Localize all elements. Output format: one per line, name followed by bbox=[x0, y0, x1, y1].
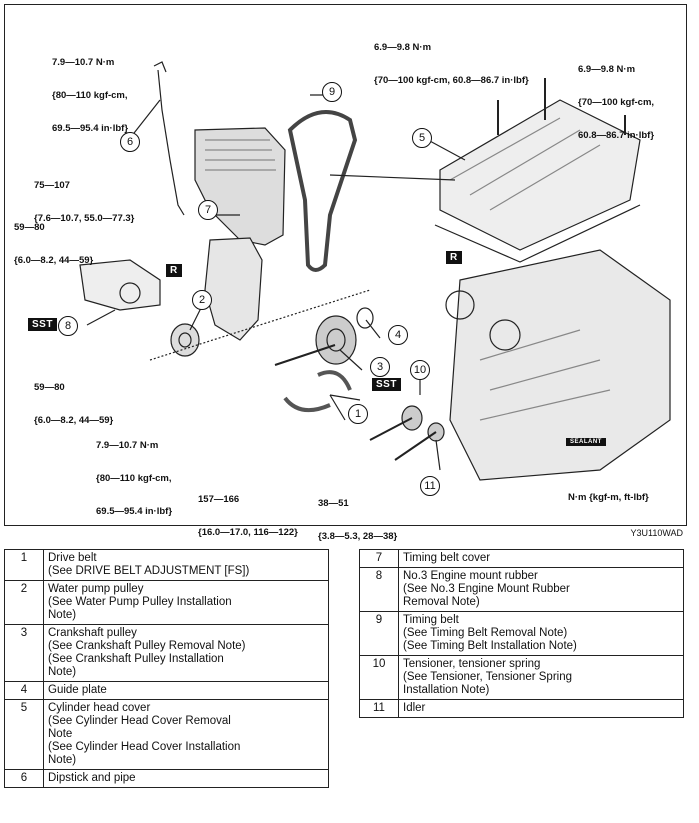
part-description-line: Timing belt cover bbox=[403, 552, 491, 564]
engine-block-shape bbox=[449, 249, 671, 481]
part-description-line: (See Water Pump Pulley Installation bbox=[48, 596, 232, 608]
torque-tensioner-bolts: 38—51 {3.8—5.3, 28—38} bbox=[318, 498, 398, 542]
torque-pulley-bolts: 7.9—10.7 N·m {80—110 kgf-cm, 69.5—95.4 i… bbox=[96, 440, 173, 517]
callout-10: 10 bbox=[410, 360, 430, 380]
part-description-line: Note bbox=[48, 728, 73, 740]
parts-row: 7 Timing belt cover bbox=[359, 549, 684, 568]
part-description-line: Installation Note) bbox=[403, 684, 490, 696]
torque-mount-nuts: 75—107 {7.6—10.7, 55.0—77.3} bbox=[34, 180, 135, 224]
r-tag-right: R bbox=[446, 251, 462, 264]
callout-1: 1 bbox=[348, 404, 368, 424]
part-description-line: Tensioner, tensioner spring bbox=[403, 658, 541, 670]
part-description: Dipstick and pipe bbox=[43, 769, 329, 788]
torque-mount-bolts-upper: 59—80 {6.0—8.2, 44—59} bbox=[14, 222, 94, 266]
part-description-line: No.3 Engine mount rubber bbox=[403, 570, 538, 582]
dipstick-shape bbox=[157, 69, 185, 216]
part-description-line: (See Timing Belt Removal Note) bbox=[403, 627, 568, 639]
part-description: Idler bbox=[398, 699, 684, 718]
part-description-line: (See Timing Belt Installation Note) bbox=[403, 640, 577, 652]
part-number: 10 bbox=[359, 655, 399, 700]
part-description: Guide plate bbox=[43, 681, 329, 700]
part-description-line: (See Cylinder Head Cover Installation bbox=[48, 741, 241, 753]
part-description-line: Idler bbox=[403, 702, 426, 714]
engine-exploded-illustration bbox=[79, 61, 671, 481]
part-description-line: Drive belt bbox=[48, 552, 97, 564]
callout-11: 11 bbox=[420, 476, 440, 496]
part-number: 11 bbox=[359, 699, 399, 718]
part-number: 2 bbox=[4, 580, 44, 625]
unit-note: N·m {kgf-m, ft-lbf} bbox=[568, 492, 649, 503]
part-description-line: (See Cylinder Head Cover Removal bbox=[48, 715, 231, 727]
timing-belt-shape bbox=[287, 110, 358, 272]
torque-cover-bolts-middle: 6.9—9.8 N·m {70—100 kgf-cm, 60.8—86.7 in… bbox=[374, 42, 529, 86]
part-description: Water pump pulley(See Water Pump Pulley … bbox=[43, 580, 329, 625]
part-description-line: Timing belt bbox=[403, 614, 459, 626]
parts-row: 11 Idler bbox=[359, 699, 684, 718]
part-number: 5 bbox=[4, 699, 44, 770]
sst-tag-mount: SST bbox=[28, 318, 57, 331]
part-number: 4 bbox=[4, 681, 44, 700]
part-description-line: Note) bbox=[48, 666, 77, 678]
part-number: 9 bbox=[359, 611, 399, 656]
part-description: Cylinder head cover(See Cylinder Head Co… bbox=[43, 699, 329, 770]
part-description-line: Guide plate bbox=[48, 684, 107, 696]
water-pump-pulley-shape bbox=[170, 323, 200, 357]
part-description-line: Dipstick and pipe bbox=[48, 772, 136, 784]
figure-code: Y3U110WAD bbox=[630, 528, 683, 538]
callout-9: 9 bbox=[322, 82, 342, 102]
part-description: Drive belt(See DRIVE BELT ADJUSTMENT [FS… bbox=[43, 549, 329, 581]
torque-cover-bolts-right: 6.9—9.8 N·m {70—100 kgf-cm, 60.8—86.7 in… bbox=[578, 64, 655, 141]
engine-mount-shape bbox=[79, 259, 161, 311]
part-number: 1 bbox=[4, 549, 44, 581]
cylinder-head-cover-shape bbox=[439, 99, 641, 251]
part-description-line: Note) bbox=[48, 609, 77, 621]
part-description-line: Crankshaft pulley bbox=[48, 627, 137, 639]
r-tag-left: R bbox=[166, 264, 182, 277]
callout-3: 3 bbox=[370, 357, 390, 377]
part-description-line: Cylinder head cover bbox=[48, 702, 151, 714]
parts-row: 4 Guide plate bbox=[4, 681, 329, 700]
exploded-diagram-frame bbox=[4, 4, 687, 526]
part-description-line: Water pump pulley bbox=[48, 583, 144, 595]
callout-2: 2 bbox=[192, 290, 212, 310]
sealant-tag: SEALANT bbox=[566, 438, 606, 446]
part-description-line: (See Crankshaft Pulley Removal Note) bbox=[48, 640, 246, 652]
part-description-line: Removal Note) bbox=[403, 596, 480, 608]
part-description: No.3 Engine mount rubber(See No.3 Engine… bbox=[398, 567, 684, 612]
part-number: 6 bbox=[4, 769, 44, 788]
torque-crankshaft-bolt: 157—166 {16.0—17.0, 116—122} bbox=[198, 494, 298, 538]
part-description-line: (See Crankshaft Pulley Installation bbox=[48, 653, 224, 665]
part-description-line: (See Tensioner, Tensioner Spring bbox=[403, 671, 572, 683]
callout-4: 4 bbox=[388, 325, 408, 345]
parts-row: 6 Dipstick and pipe bbox=[4, 769, 329, 788]
callout-7: 7 bbox=[198, 200, 218, 220]
part-description: Tensioner, tensioner spring(See Tensione… bbox=[398, 655, 684, 700]
part-description: Timing belt(See Timing Belt Removal Note… bbox=[398, 611, 684, 656]
part-number: 7 bbox=[359, 549, 399, 568]
part-number: 8 bbox=[359, 567, 399, 612]
timing-cover-shape bbox=[194, 127, 286, 246]
part-description-line: (See No.3 Engine Mount Rubber bbox=[403, 583, 570, 595]
sst-tag-crankshaft: SST bbox=[372, 378, 401, 391]
part-description: Timing belt cover bbox=[398, 549, 684, 568]
callout-8: 8 bbox=[58, 316, 78, 336]
part-number: 3 bbox=[4, 624, 44, 682]
crankshaft-pulley-shape bbox=[315, 315, 357, 365]
torque-mount-bolts-lower: 59—80 {6.0—8.2, 44—59} bbox=[34, 382, 114, 426]
torque-dipstick-bolt: 7.9—10.7 N·m {80—110 kgf-cm, 69.5—95.4 i… bbox=[52, 57, 129, 134]
callout-6: 6 bbox=[120, 132, 140, 152]
part-description: Crankshaft pulley(See Crankshaft Pulley … bbox=[43, 624, 329, 682]
part-description-line: Note) bbox=[48, 754, 77, 766]
part-description-line: (See DRIVE BELT ADJUSTMENT [FS]) bbox=[48, 565, 250, 577]
callout-5: 5 bbox=[412, 128, 432, 148]
